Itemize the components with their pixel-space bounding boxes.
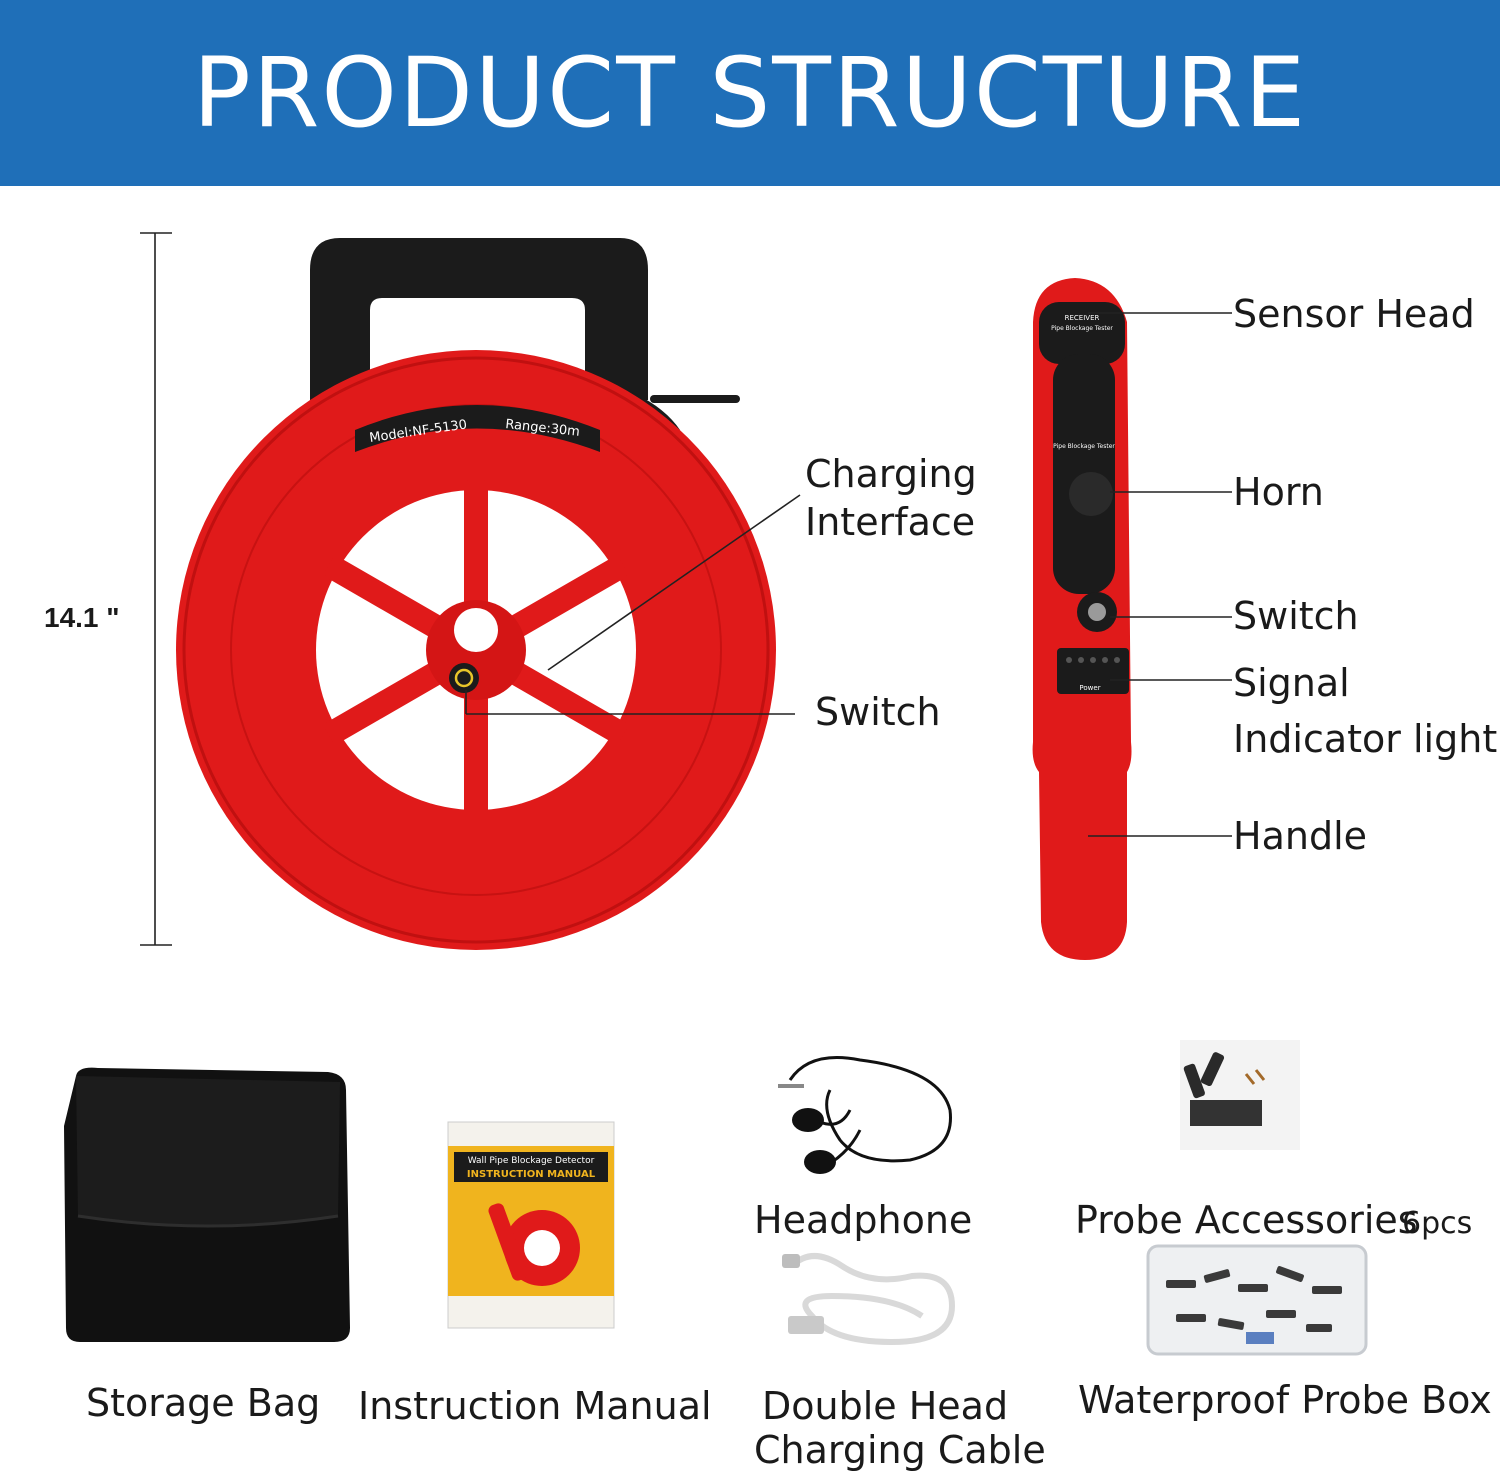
storage-bag-label: Storage Bag — [86, 1381, 321, 1425]
title-banner — [0, 0, 1500, 186]
manual-cover-title: Wall Pipe Blockage Detector — [468, 1156, 595, 1166]
receiver-image: RECEIVER Pipe Blockage Tester Pipe Block… — [1032, 278, 1132, 960]
manual-cover-subtitle: INSTRUCTION MANUAL — [467, 1169, 596, 1180]
receiver-power-text: Power — [1079, 684, 1100, 692]
reel-switch-label: Switch — [815, 690, 941, 734]
height-label: 14.1 " — [44, 602, 120, 633]
headphone-label: Headphone — [754, 1198, 973, 1242]
handle-label: Handle — [1233, 814, 1368, 858]
sensor-head-label: Sensor Head — [1233, 292, 1475, 336]
probe-accessories-qty: 6pcs — [1402, 1206, 1473, 1241]
page-title: PRODUCT STRUCTURE — [192, 37, 1308, 149]
horn-label: Horn — [1233, 470, 1324, 514]
receiver-panel-text: Pipe Blockage Tester — [1053, 443, 1115, 450]
instruction-manual-image: Wall Pipe Blockage Detector INSTRUCTION … — [447, 1121, 615, 1329]
headphone-image — [778, 1056, 952, 1174]
signal-indicator-label: Signal Indicator light — [1233, 661, 1498, 761]
storage-bag-image — [64, 1067, 350, 1342]
waterproof-probe-box-label: Waterproof Probe Box — [1078, 1378, 1492, 1422]
charging-cable-image — [782, 1253, 956, 1346]
receiver-head-subtext: Pipe Blockage Tester — [1051, 325, 1113, 332]
receiver-head-text: RECEIVER — [1065, 314, 1100, 322]
probe-accessories-image — [1180, 1040, 1300, 1150]
probe-accessories-label: Probe Accessories — [1075, 1198, 1418, 1242]
charging-interface-label: Charging Interface — [805, 452, 977, 544]
instruction-manual-label: Instruction Manual — [358, 1384, 712, 1428]
receiver-switch-label: Switch — [1233, 594, 1359, 638]
cable-reel-image: Model:NF-5130 Range:30m — [176, 238, 776, 950]
charging-cable-label: Double Head Charging Cable — [754, 1384, 1046, 1472]
waterproof-probe-box-image — [1146, 1244, 1368, 1356]
